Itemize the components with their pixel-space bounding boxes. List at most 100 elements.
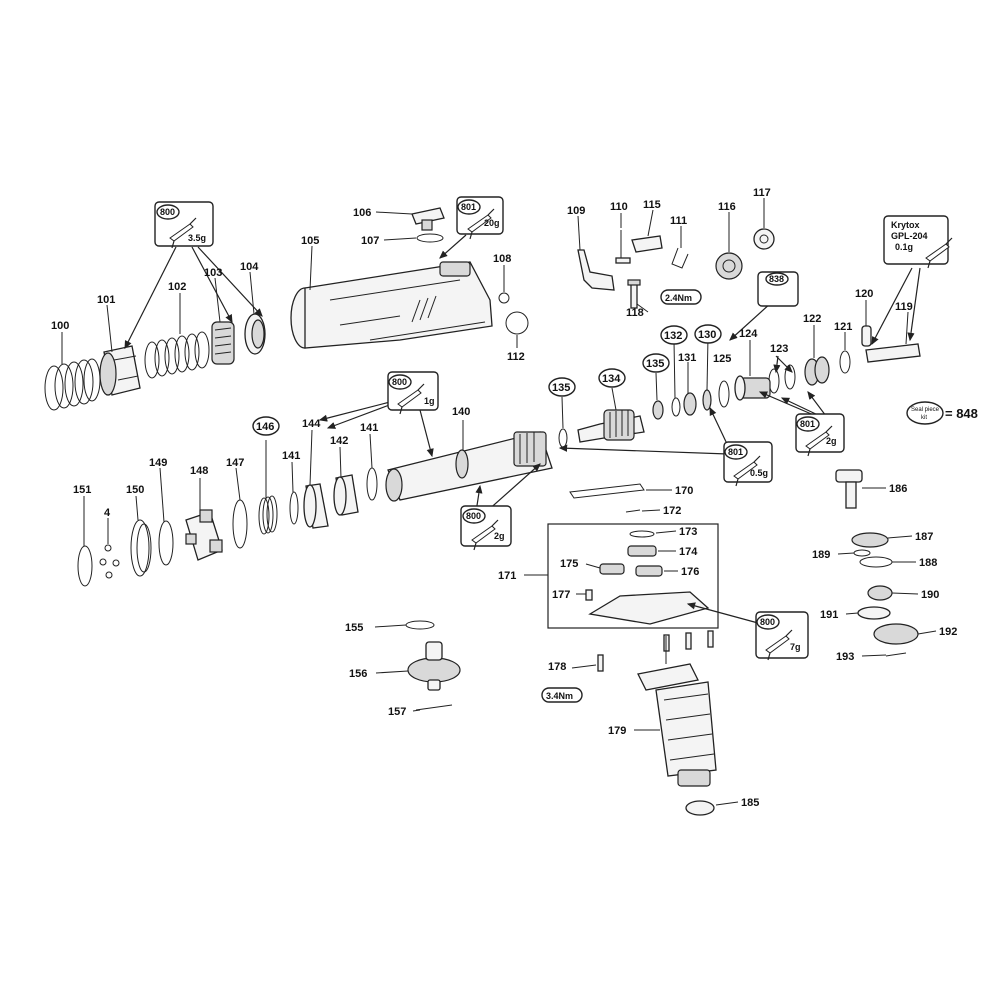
circled-labels xyxy=(252,324,722,436)
label-193: 193 xyxy=(836,651,854,663)
label-141a: 141 xyxy=(360,422,378,434)
label-192: 192 xyxy=(939,626,957,638)
callout-801-0-5g: 801 0.5g xyxy=(723,441,773,487)
label-104: 104 xyxy=(240,261,259,273)
seal-kit-legend: Seal piece kit = 848 xyxy=(906,401,978,425)
part-150-ring xyxy=(130,519,152,577)
callout-801-20g-amount: 20g xyxy=(484,218,500,228)
label-189: 189 xyxy=(812,549,830,561)
part-105-housing xyxy=(290,261,493,349)
part-171-plate xyxy=(588,591,710,625)
label-112: 112 xyxy=(507,351,525,363)
label-121: 121 xyxy=(834,321,852,333)
label-157: 157 xyxy=(388,706,406,718)
part-120-pin xyxy=(861,325,872,347)
callout-801-2g-code: 801 xyxy=(800,419,815,429)
label-102: 102 xyxy=(168,281,186,293)
callout-krytox: Krytox GPL-204 0.1g xyxy=(883,215,953,269)
part-112-ring xyxy=(505,311,529,335)
part-124-sleeve xyxy=(734,375,771,401)
label-155: 155 xyxy=(345,622,363,634)
label-178: 178 xyxy=(548,661,566,673)
label-144: 144 xyxy=(302,418,321,430)
part-121-ring xyxy=(839,350,851,374)
callout-801-2g: 801 2g xyxy=(795,413,845,457)
part-179-armature xyxy=(637,636,717,816)
label-146-circled: 146 xyxy=(256,421,274,433)
part-144-sleeve xyxy=(303,483,329,529)
part-142-bushing xyxy=(333,474,359,516)
label-187: 187 xyxy=(915,531,933,543)
part-149-ring xyxy=(158,520,174,566)
label-109: 109 xyxy=(567,205,585,217)
label-111: 111 xyxy=(670,215,687,227)
label-186: 186 xyxy=(889,483,907,495)
callout-800-3-5g-code: 800 xyxy=(160,207,175,217)
callout-801-2g-amount: 2g xyxy=(826,436,837,446)
label-170: 170 xyxy=(675,485,693,497)
callout-838: 838 xyxy=(757,271,799,307)
part-111-spring xyxy=(671,247,689,269)
label-132-circled: 132 xyxy=(664,330,682,342)
part-122-bushing xyxy=(804,356,830,386)
part-147-ring xyxy=(232,499,248,549)
part-132-ring xyxy=(671,397,681,417)
label-156: 156 xyxy=(349,668,367,680)
part-173-oring xyxy=(629,530,655,538)
label-151: 151 xyxy=(73,484,91,496)
part-170-ring xyxy=(569,483,645,499)
label-105: 105 xyxy=(301,235,319,247)
part-118-screw xyxy=(627,279,641,309)
callout-801-20g: 801 20g xyxy=(456,196,504,240)
part-104-ring xyxy=(244,313,266,355)
label-103: 103 xyxy=(204,267,222,279)
label-4: 4 xyxy=(104,507,111,519)
part-151-ring xyxy=(77,545,93,587)
part-123-rings xyxy=(768,364,796,394)
callout-800-1g-amount: 1g xyxy=(424,396,435,406)
seal-kit-number: = 848 xyxy=(945,406,978,421)
part-148-collar xyxy=(185,509,223,561)
krytox-line1: Krytox xyxy=(891,220,920,230)
label-188: 188 xyxy=(919,557,937,569)
part-146-spring xyxy=(258,495,278,535)
part-189-ring xyxy=(853,549,871,557)
label-135a-circled: 135 xyxy=(646,358,664,370)
part-119-link xyxy=(865,343,921,363)
torque-3-4nm-text: 3.4Nm xyxy=(546,691,573,701)
callout-800-7g: 800 7g xyxy=(755,611,809,661)
label-191: 191 xyxy=(820,609,838,621)
seal-kit-badge-line2: kit xyxy=(921,415,927,421)
part-192-gear xyxy=(873,623,919,645)
callout-800-2g-code: 800 xyxy=(466,511,481,521)
label-118: 118 xyxy=(626,307,644,319)
label-179: 179 xyxy=(608,725,626,737)
label-149: 149 xyxy=(149,457,167,469)
part-186-shaft xyxy=(835,469,863,509)
part-107-oring xyxy=(416,233,444,243)
part-141b-ring xyxy=(289,491,299,525)
part-141-ring xyxy=(366,467,378,501)
label-117: 117 xyxy=(753,187,771,199)
part-156-gear xyxy=(407,641,461,691)
label-175: 175 xyxy=(560,558,578,570)
callout-800-1g-code: 800 xyxy=(392,377,407,387)
callout-800-1g: 800 1g xyxy=(387,371,439,415)
part-101-sleeve xyxy=(99,345,141,396)
label-173: 173 xyxy=(679,526,697,538)
label-148: 148 xyxy=(190,465,208,477)
label-120: 120 xyxy=(855,288,873,300)
label-108: 108 xyxy=(493,253,511,265)
label-110: 110 xyxy=(610,201,628,213)
part-178-screws xyxy=(597,630,714,672)
part-4-balls xyxy=(99,544,120,579)
label-125: 125 xyxy=(713,353,731,365)
callout-801-0-5g-amount: 0.5g xyxy=(750,468,768,478)
callout-801-0-5g-code: 801 xyxy=(728,447,743,457)
part-188-ring xyxy=(859,556,893,568)
part-110-pin xyxy=(615,230,631,264)
torque-2-4nm: 2.4Nm xyxy=(660,289,702,305)
part-130-ring xyxy=(702,389,712,411)
group-171-box xyxy=(547,523,719,629)
